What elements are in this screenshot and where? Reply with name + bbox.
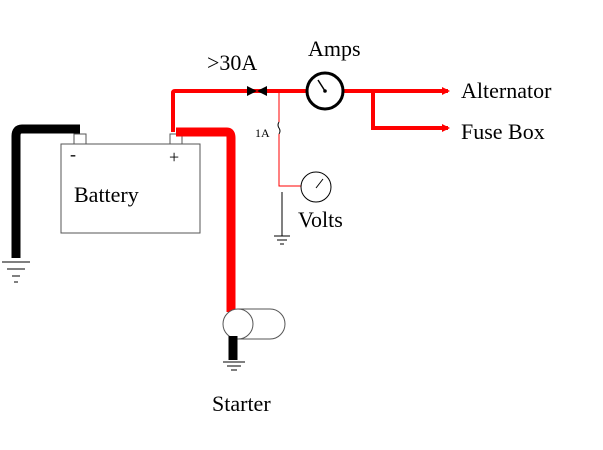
alternator-label: Alternator (461, 78, 552, 103)
main-positive-bus (171, 89, 307, 132)
main-fuse-icon (247, 86, 267, 96)
ammeter-gauge-icon (305, 71, 345, 111)
voltmeter-feed-wire-lower (278, 134, 302, 187)
ammeter-label: Amps (308, 36, 361, 61)
fuse-box-label: Fuse Box (461, 119, 545, 144)
battery-ground-icon (2, 261, 30, 283)
fuse-box-wire (371, 91, 450, 132)
starter-motor-icon (222, 308, 286, 340)
small-fuse-label: 1A (255, 126, 270, 140)
battery-positive-sign: + (169, 147, 179, 167)
battery-negative-terminal (73, 133, 87, 145)
main-fuse-label: >30A (207, 50, 257, 75)
battery-negative-sign: - (70, 144, 76, 164)
starter-label: Starter (212, 391, 271, 416)
voltmeter-ground-icon (274, 192, 290, 245)
starter-ground-icon (223, 361, 245, 371)
voltmeter-gauge-icon (300, 171, 332, 203)
battery-negative-cable (11, 124, 80, 258)
starter-positive-cable (176, 127, 236, 312)
voltmeter-label: Volts (298, 207, 343, 232)
small-fuse-icon (277, 121, 281, 135)
battery-body (60, 143, 201, 234)
battery-label: Battery (74, 182, 139, 207)
